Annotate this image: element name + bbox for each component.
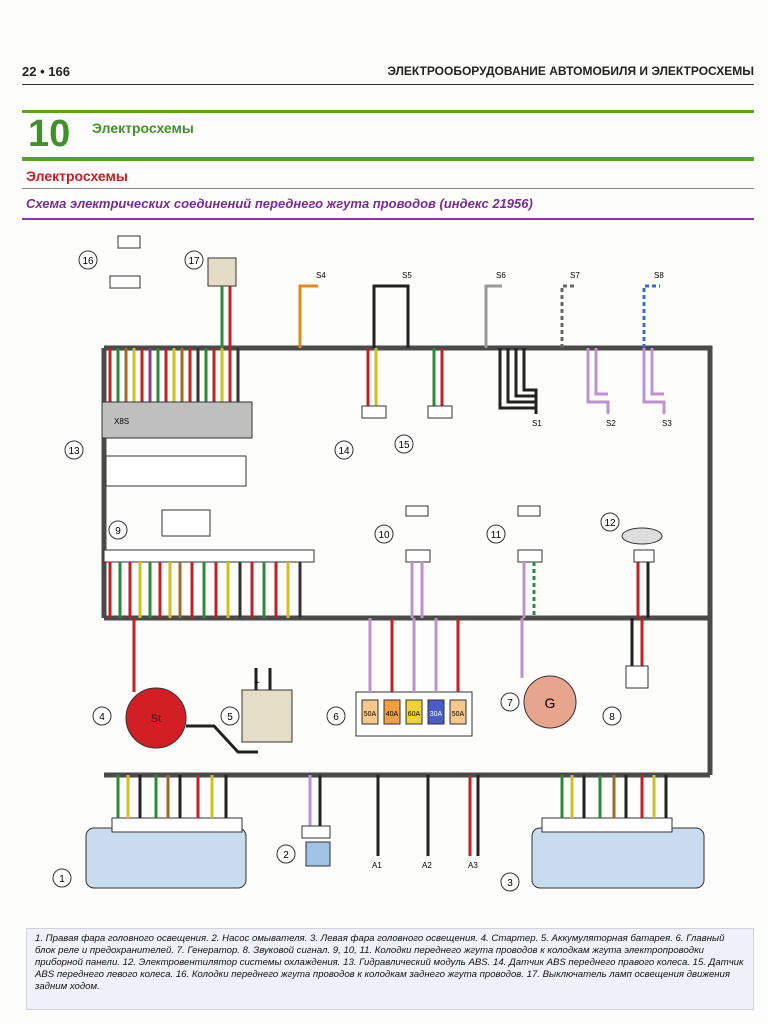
ground-label-s8: S8 <box>654 271 664 280</box>
ground-label-s5: S5 <box>402 271 412 280</box>
ground-label-s3: S3 <box>662 419 672 428</box>
label-13: 13 <box>68 446 80 457</box>
starter <box>125 687 187 749</box>
figure-caption: 1. Правая фара головного освещения. 2. Н… <box>26 928 754 1010</box>
label-12: 12 <box>604 518 616 529</box>
ground-label-s2: S2 <box>606 419 616 428</box>
horn <box>625 665 649 689</box>
ground-label-s4: S4 <box>316 271 326 280</box>
label-2: 2 <box>283 850 289 861</box>
chapter-number: 10 <box>28 113 71 155</box>
fuse-1: 50A <box>364 711 377 718</box>
label-7: 7 <box>507 698 513 709</box>
connector-13-face <box>105 455 247 487</box>
section-title: Электросхемы <box>26 168 128 184</box>
fuse-5: 50A <box>452 711 465 718</box>
ground-point-a1: A1 <box>372 861 382 870</box>
starter-label: St <box>151 713 161 725</box>
section-rule <box>22 188 754 189</box>
generator <box>523 675 577 729</box>
caption-text: 1. Правая фара головного освещения. 2. Н… <box>35 933 744 992</box>
label-3: 3 <box>507 878 513 889</box>
fuse-3: 60A <box>408 711 421 718</box>
label-8: 8 <box>609 712 615 723</box>
header-rule <box>22 84 754 85</box>
subtitle-rule <box>22 218 754 220</box>
ground-label-s7: S7 <box>570 271 580 280</box>
label-5: 5 <box>227 712 233 723</box>
ground-label-s6: S6 <box>496 271 506 280</box>
label-14: 14 <box>338 446 350 457</box>
page-header: 22 • 166 ЭЛЕКТРООБОРУДОВАНИЕ АВТОМОБИЛЯ … <box>0 64 768 80</box>
connector-9-wires <box>108 562 302 618</box>
page-number: 22 • 166 <box>22 64 70 79</box>
chapter-top-rule <box>22 110 754 113</box>
headlight-left <box>531 827 705 889</box>
label-17: 17 <box>188 256 200 267</box>
fuse-2: 40A <box>386 711 399 718</box>
label-9: 9 <box>115 526 121 537</box>
label-11: 11 <box>491 530 502 541</box>
label-10: 10 <box>378 530 390 541</box>
label-6: 6 <box>333 712 339 723</box>
ground-point-a3: A3 <box>468 861 478 870</box>
top-ground-drops <box>298 284 660 348</box>
diagram-subtitle: Схема электрических соединений переднего… <box>26 196 533 211</box>
top-wire-bundle <box>108 348 240 402</box>
fuses: 50A 40A 60A 30A 50A <box>361 699 467 725</box>
label-4: 4 <box>99 712 105 723</box>
reverse-switch <box>207 257 237 287</box>
chapter-bottom-rule <box>22 157 754 161</box>
chapter-title: Электросхемы <box>92 120 194 136</box>
connector-13-block <box>101 401 253 439</box>
fuse-4: 30A <box>430 711 443 718</box>
connector-9-block <box>103 549 315 563</box>
ground-point-a2: A2 <box>422 861 432 870</box>
s1-ground-loop <box>498 348 538 414</box>
washer-pump <box>305 841 331 867</box>
battery-plus: + <box>254 678 260 689</box>
headlight-right <box>85 827 247 889</box>
running-title: ЭЛЕКТРООБОРУДОВАНИЕ АВТОМОБИЛЯ И ЭЛЕКТРО… <box>387 64 754 78</box>
label-16: 16 <box>82 256 94 267</box>
cooling-fan <box>621 527 663 545</box>
battery <box>241 689 293 743</box>
label-15: 15 <box>398 440 410 451</box>
generator-label: G <box>545 695 556 711</box>
wiring-diagram: 13 X8S 16 17 S4 S5 S6 S7 S8 14 15 S1 <box>52 235 713 892</box>
label-1: 1 <box>59 874 65 885</box>
connector-13-label: X8S <box>114 417 129 426</box>
ground-label-s1: S1 <box>532 419 542 428</box>
